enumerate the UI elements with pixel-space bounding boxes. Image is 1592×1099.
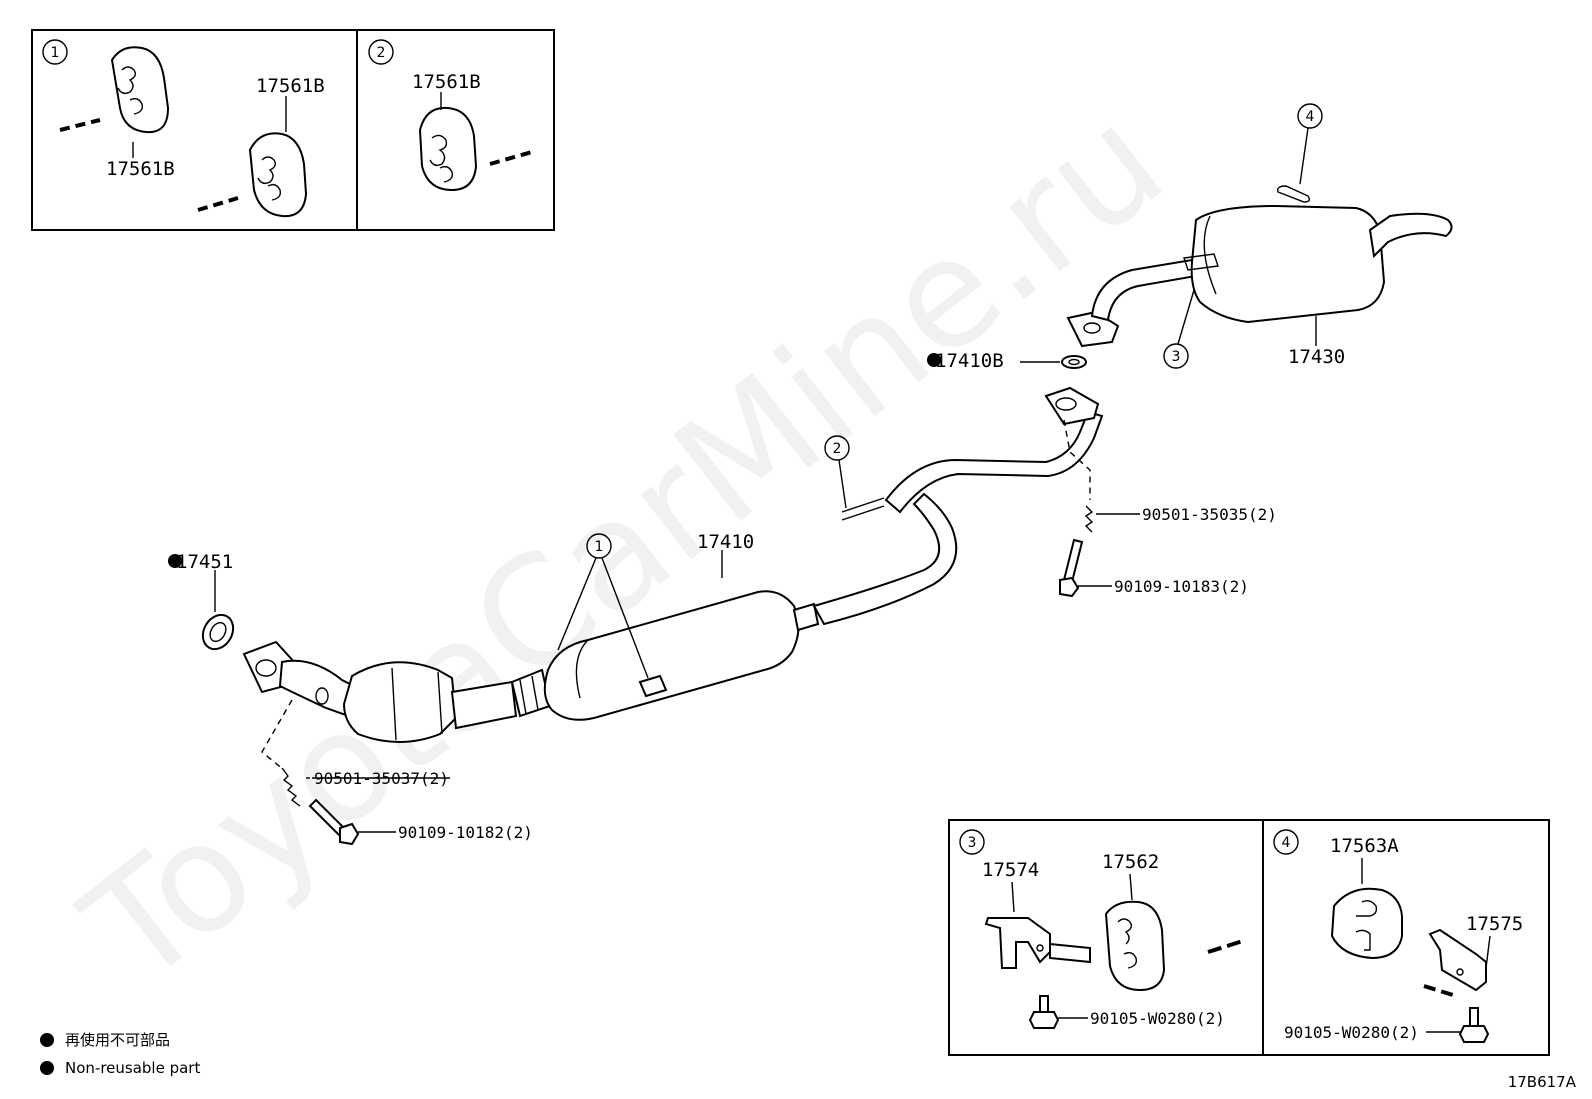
- label-muffler: 17430: [1288, 346, 1345, 368]
- label-gasket-front: 17451: [176, 551, 233, 573]
- label-17562: 17562: [1102, 851, 1159, 873]
- diagram-id: 17B617A: [1508, 1073, 1577, 1091]
- rubber-hanger-icon: [110, 46, 170, 134]
- detail-box-1: 1 17561B 17561B: [42, 39, 325, 218]
- legend-bullet-icon: [40, 1061, 54, 1075]
- label-90105-W0280-box3: 90105-W0280(2): [1090, 1009, 1225, 1028]
- label-90105-W0280-box4: 90105-W0280(2): [1284, 1023, 1419, 1042]
- detail-box-3: 3 17574 17562 90105-W0280(2): [959, 829, 1247, 1029]
- label-spring-rear: 90501-35035(2): [1142, 505, 1277, 524]
- center-pipe-resonator: 17410: [543, 386, 1104, 721]
- svg-text:4: 4: [1282, 835, 1291, 851]
- rear-fasteners: 90501-35035(2) 90109-10183(2): [1059, 419, 1277, 598]
- front-fasteners: 90501-35037(2) 90109-10182(2): [261, 699, 533, 846]
- svg-text:3: 3: [1172, 349, 1181, 365]
- bracket-icon: [1428, 928, 1487, 992]
- svg-text:4: 4: [1306, 109, 1315, 125]
- detail-box-3-4: [948, 819, 1550, 1056]
- label-17574: 17574: [982, 859, 1039, 881]
- label-17561B-lower: 17561B: [106, 158, 175, 180]
- non-reusable-bullet-icon: [927, 353, 941, 367]
- label-17561B: 17561B: [412, 71, 481, 93]
- label-17575: 17575: [1466, 913, 1523, 935]
- label-gasket-rear: 17410B: [935, 350, 1004, 372]
- detail-box-2-ref: 2: [377, 45, 386, 61]
- gasket-front: 17451: [168, 551, 235, 651]
- label-17561B-upper: 17561B: [256, 75, 325, 97]
- svg-text:1: 1: [595, 539, 604, 555]
- svg-text:3: 3: [968, 835, 977, 851]
- callout-2: 2: [824, 435, 850, 509]
- legend-item-ja: 再使用不可部品: [65, 1031, 170, 1049]
- gasket-rear: 17410B: [927, 350, 1087, 372]
- detail-box-1-ref: 1: [51, 45, 60, 61]
- label-17563A: 17563A: [1330, 835, 1399, 857]
- detail-box-1-2: [31, 29, 555, 231]
- non-reusable-bullet-icon: [168, 554, 182, 568]
- rear-muffler: 17430: [1066, 185, 1453, 368]
- rubber-hanger-icon: [1104, 900, 1166, 992]
- detail-box-4: 4 17563A 17575 90105-W0280(2): [1273, 829, 1523, 1043]
- svg-text:2: 2: [833, 441, 842, 457]
- callout-1: 1: [557, 533, 649, 679]
- rubber-hanger-icon: [418, 106, 478, 192]
- rubber-hanger-icon: [1330, 887, 1403, 960]
- callout-3: 3: [1163, 289, 1195, 369]
- bracket-icon: [984, 917, 1091, 969]
- label-bolt-rear: 90109-10183(2): [1114, 577, 1249, 596]
- legend-item-en: Non-reusable part: [65, 1059, 200, 1077]
- label-spring-front: 90501-35037(2): [314, 769, 449, 788]
- legend: 再使用不可部品 Non-reusable part: [40, 1031, 200, 1077]
- label-bolt-front: 90109-10182(2): [398, 823, 533, 842]
- legend-bullet-icon: [40, 1033, 54, 1047]
- callout-4: 4: [1297, 103, 1323, 185]
- label-pipe-main: 17410: [697, 531, 754, 553]
- rubber-hanger-icon: [248, 132, 308, 218]
- front-pipe-converter: [242, 640, 552, 743]
- detail-box-2: 2 17561B: [368, 39, 533, 192]
